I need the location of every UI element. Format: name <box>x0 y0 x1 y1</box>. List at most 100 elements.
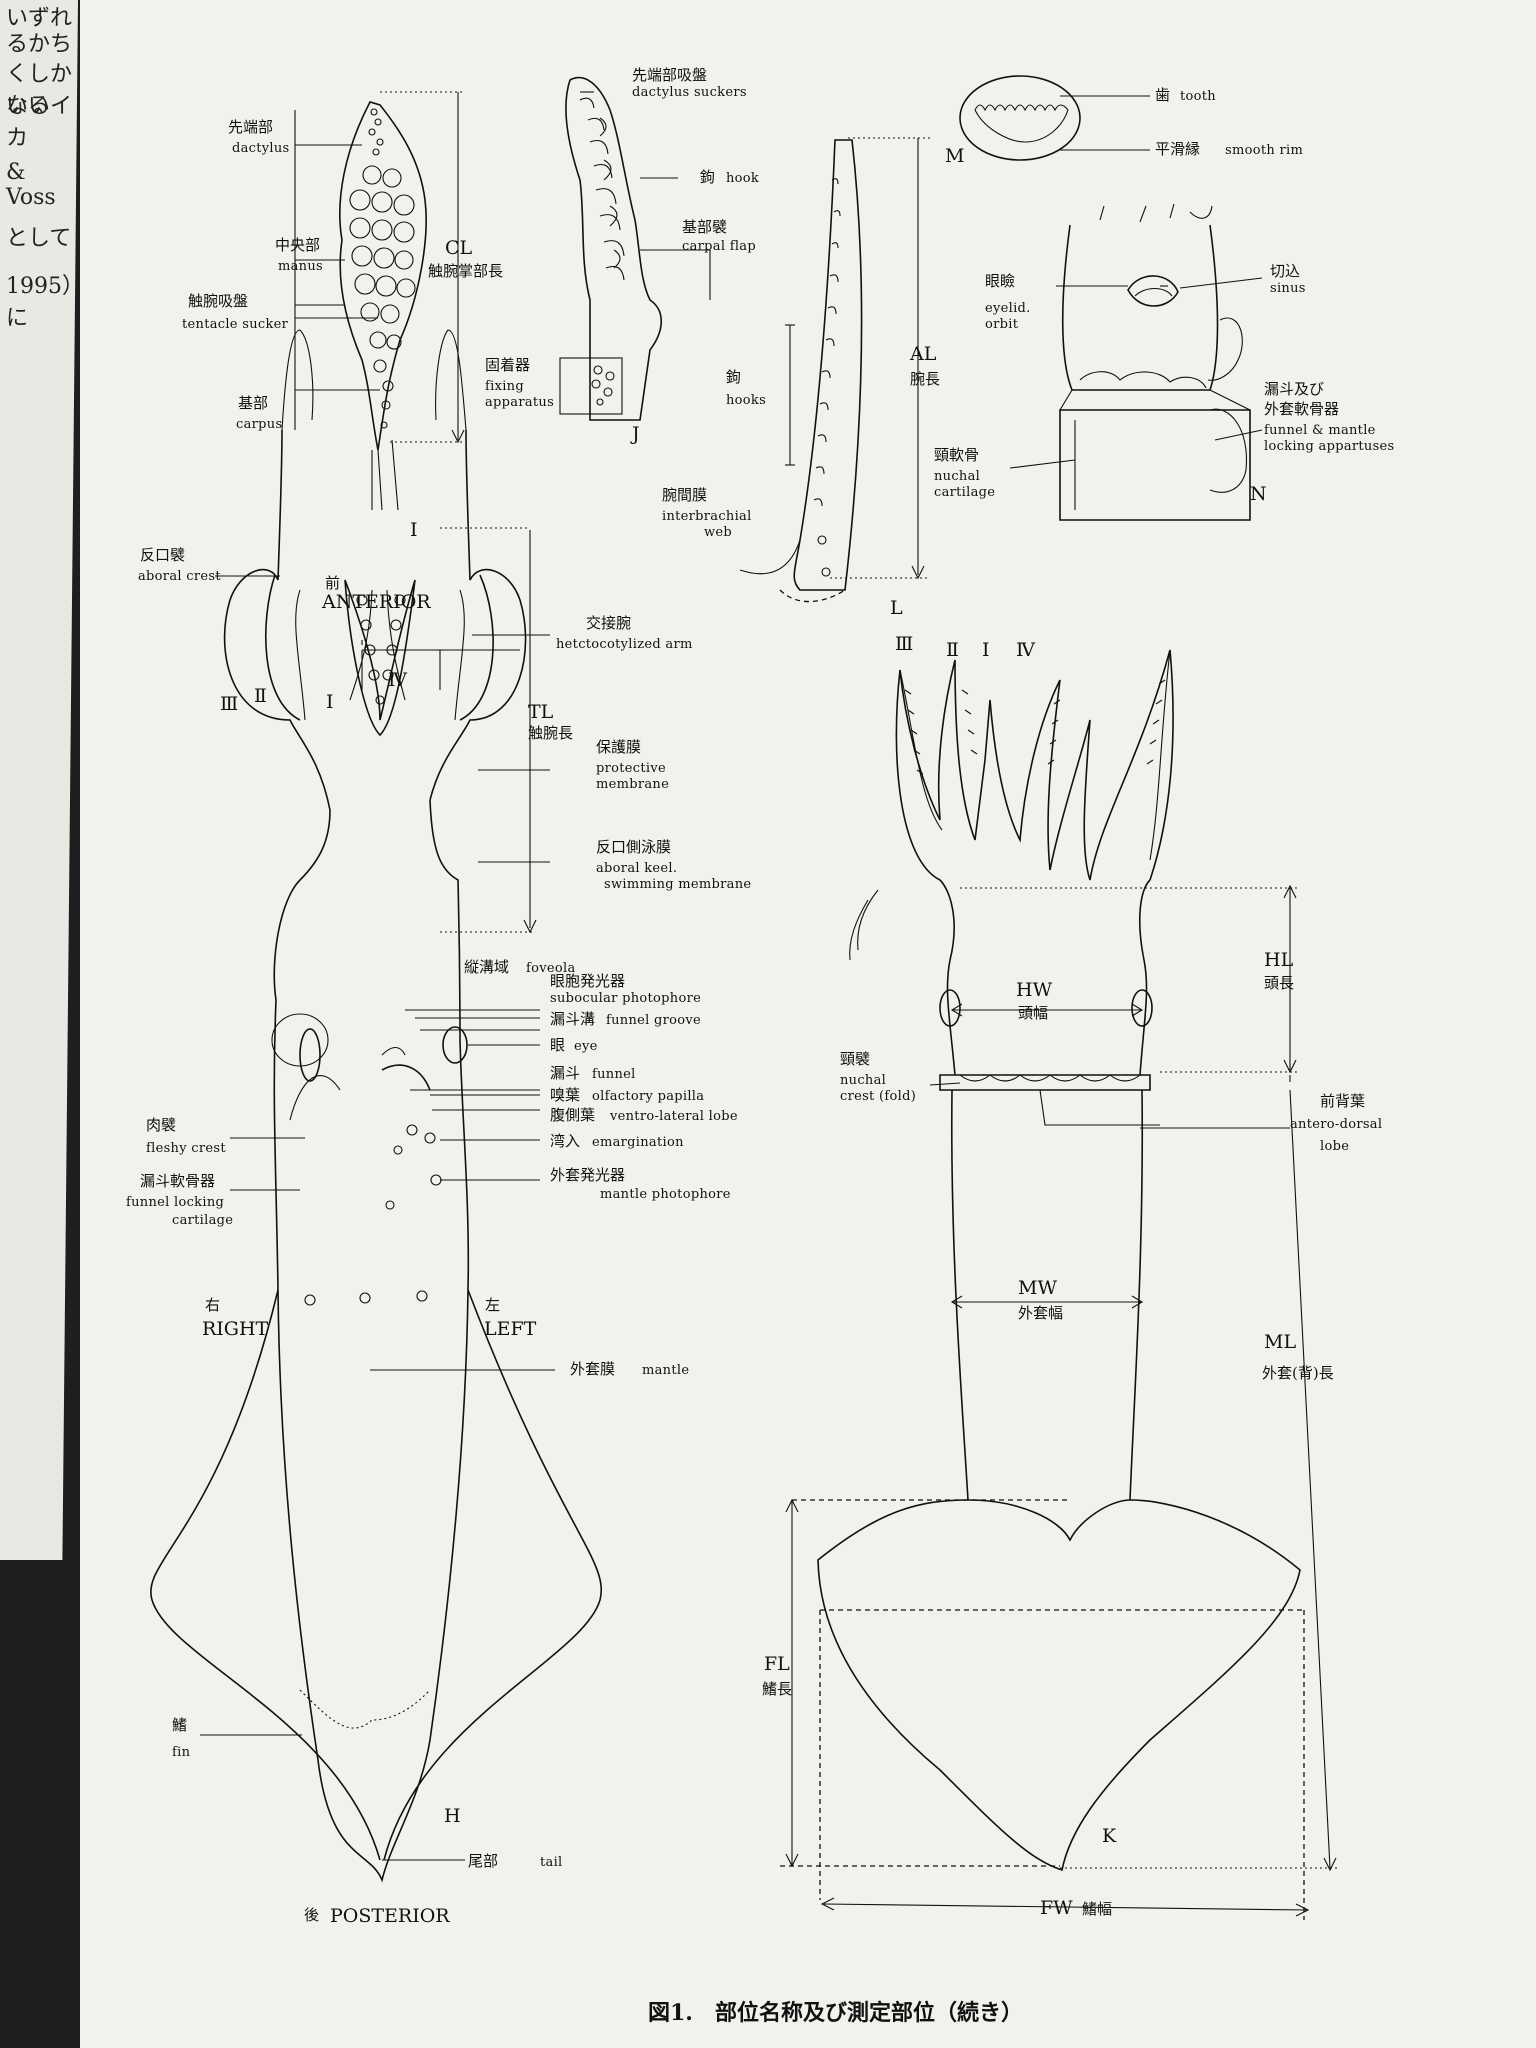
label-keel-e1: aboral keel. <box>596 861 677 876</box>
label-keel-j: 反口側泳膜 <box>596 838 671 856</box>
label-nuchal-e1: nuchal <box>934 469 980 484</box>
label-al-j: 腕長 <box>910 370 940 388</box>
label-mw: MW <box>1018 1277 1057 1299</box>
label-dactylus-suckers-j: 先端部吸盤 <box>632 66 707 84</box>
label-fml-e1: funnel & mantle <box>1264 423 1376 438</box>
label-fig-m: M <box>945 145 964 167</box>
label-web-e2: web <box>704 525 732 540</box>
label-nuchal-crest-e2: crest (fold) <box>840 1089 916 1104</box>
label-carpal-flap-e: carpal flap <box>682 239 756 254</box>
figure-l-arm: AL 腕長 鉤 hooks 腕間膜 interbrachial web L <box>662 137 940 619</box>
label-eyelid-e1: eyelid. <box>985 301 1031 316</box>
label-eyelid-e2: orbit <box>985 317 1019 332</box>
label-arm-iii-h: Ⅲ <box>220 693 238 715</box>
margin-text-2: るかち <box>6 32 73 57</box>
label-left-e: LEFT <box>484 1318 537 1340</box>
label-olfactory-j: 嗅葉 <box>550 1086 580 1104</box>
label-arm-iii-k: Ⅲ <box>895 633 913 655</box>
label-sinus-e: sinus <box>1270 281 1306 296</box>
label-hw: HW <box>1016 979 1053 1001</box>
label-sinus-j: 切込 <box>1270 262 1300 280</box>
label-fin-e: fin <box>172 1745 191 1760</box>
label-protective-j: 保護膜 <box>596 738 641 756</box>
margin-text-7: 1995）に <box>6 274 84 331</box>
label-fig-k: K <box>1102 1825 1117 1847</box>
label-dactylus-j: 先端部 <box>228 118 273 136</box>
previous-page-edge: いずれ るかち くしかない いるイカ & Voss として 1995）に <box>0 0 78 1560</box>
label-hl: HL <box>1264 949 1294 971</box>
label-fig-n: N <box>1250 483 1267 505</box>
label-rim-j: 平滑縁 <box>1155 140 1200 158</box>
label-fig-l: L <box>890 597 903 619</box>
label-fleshy-crest-j: 肉襞 <box>146 1116 176 1134</box>
label-arm-i-k: Ⅰ <box>982 639 990 661</box>
label-nuchal-e2: cartilage <box>934 485 995 500</box>
label-olfactory-e: olfactory papilla <box>592 1089 704 1104</box>
margin-text-3: くしかない <box>6 62 73 119</box>
label-nuchal-crest-e1: nuchal <box>840 1073 886 1088</box>
label-eyelid-j: 眼瞼 <box>985 272 1015 290</box>
label-hecto-j: 交接腕 <box>586 614 631 632</box>
label-emargination-e: emargination <box>592 1135 684 1150</box>
label-funnel-groove-e: funnel groove <box>606 1013 701 1028</box>
label-arm-ii-k: Ⅱ <box>946 639 959 661</box>
label-mantle-e: mantle <box>642 1363 689 1378</box>
label-arm-iv-h: Ⅳ <box>388 669 408 691</box>
label-left-j: 左 <box>485 1296 500 1314</box>
figure-n-head-detail: 眼瞼 eyelid. orbit 切込 sinus 漏斗及び 外套軟骨器 fun… <box>934 203 1395 521</box>
label-foveola-e: foveola <box>526 961 576 976</box>
label-eye-j: 眼 <box>550 1036 565 1054</box>
label-fl: FL <box>764 1653 790 1675</box>
label-rim-e: smooth rim <box>1225 143 1303 158</box>
label-fixing-j: 固着器 <box>485 356 530 374</box>
figure-j-hooked-club: 先端部吸盤 dactylus suckers 鉤 hook 基部襞 carpal… <box>485 66 759 445</box>
arm-hooks <box>813 178 841 577</box>
figure-m-sucker-ring: 歯 tooth 平滑縁 smooth rim M <box>945 75 1303 167</box>
figure-i-tentacular-club: 先端部 dactylus 中央部 manus 触腕吸盤 tentacle suc… <box>182 91 503 541</box>
label-tentacle-sucker-j: 触腕吸盤 <box>188 292 248 310</box>
club-suckers <box>349 108 416 429</box>
label-fl-j: 鰭長 <box>762 1680 792 1698</box>
label-cl: CL <box>445 237 473 259</box>
label-mantle-photophore-e: mantle photophore <box>600 1187 731 1202</box>
label-tentacle-sucker-e: tentacle sucker <box>182 317 289 332</box>
label-fin-j: 鰭 <box>172 1716 187 1734</box>
label-anterior-j: 前 <box>325 574 340 592</box>
label-hook-j: 鉤 <box>700 168 715 186</box>
label-funnel-j: 漏斗 <box>550 1064 580 1082</box>
label-web-j: 腕間膜 <box>662 486 707 504</box>
label-keel-e2: swimming membrane <box>604 877 751 892</box>
figure-h-ventral-squid: 反口襞 aboral crest 前 ANTERIOR Ⅲ Ⅱ Ⅰ Ⅳ 交接腕 … <box>126 329 751 1927</box>
label-fleshy-crest-e: fleshy crest <box>146 1141 226 1156</box>
label-hook-e: hook <box>726 171 759 186</box>
label-subocular-j: 眼胞発光器 <box>550 972 625 990</box>
label-ml: ML <box>1264 1331 1296 1353</box>
label-right-e: RIGHT <box>202 1318 269 1340</box>
label-funnel-e: funnel <box>592 1067 636 1082</box>
label-protective-e2: membrane <box>596 777 669 792</box>
label-fml-j2: 外套軟骨器 <box>1264 400 1339 418</box>
label-subocular-e: subocular photophore <box>550 991 701 1006</box>
label-tl-j: 触腕長 <box>528 724 573 742</box>
label-ventro-lateral-j: 腹側葉 <box>550 1106 595 1124</box>
label-dactylus-e: dactylus <box>232 141 290 156</box>
label-fixing-e2: apparatus <box>485 395 554 410</box>
label-mantle-photophore-j: 外套発光器 <box>550 1166 625 1184</box>
label-al: AL <box>909 343 937 365</box>
label-fml-j1: 漏斗及び <box>1264 380 1324 398</box>
figure-caption: 図1. 部位名称及び測定部位（続き） <box>648 2000 1023 2026</box>
label-fml-e2: locking appartuses <box>1264 439 1395 454</box>
label-fw-j: 鰭幅 <box>1082 1900 1112 1918</box>
label-aboral-crest-j: 反口襞 <box>140 546 185 564</box>
label-antero-dorsal-e2: lobe <box>1320 1139 1349 1154</box>
label-fig-j: J <box>630 423 640 445</box>
label-nuchal-j: 頸軟骨 <box>934 446 979 464</box>
label-antero-dorsal-j: 前背葉 <box>1320 1092 1365 1110</box>
figure-k-dorsal-squid: Ⅲ Ⅱ Ⅰ Ⅳ HL 頭長 HW 頭幅 頸襞 nuchal crest (fol… <box>762 633 1382 1920</box>
label-fig-i: I <box>410 519 418 541</box>
label-fixing-e1: fixing <box>485 379 524 394</box>
label-tooth-e: tooth <box>1180 89 1216 104</box>
label-funnel-groove-j: 漏斗溝 <box>550 1010 595 1028</box>
label-antero-dorsal-e1: antero-dorsal <box>1290 1117 1382 1132</box>
label-mw-j: 外套幅 <box>1018 1304 1063 1322</box>
